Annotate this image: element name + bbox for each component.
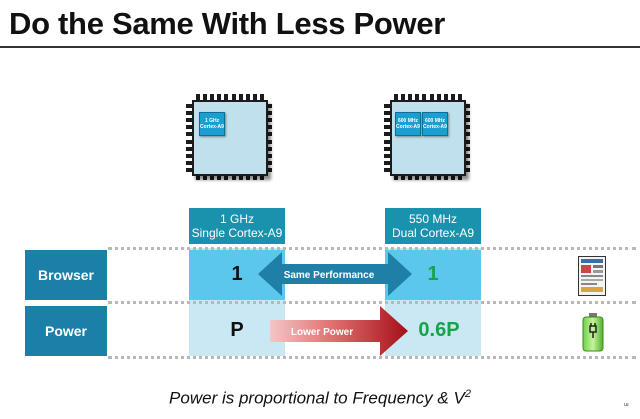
title-rule — [0, 46, 640, 48]
browser-value-single: 1 — [231, 263, 243, 285]
core-freq: 600 MHz — [424, 118, 445, 124]
right-arrow-icon — [270, 306, 408, 356]
column-header-line1: 1 GHz — [219, 212, 254, 226]
core-freq: 600 MHz — [397, 118, 418, 124]
slide-title: Do the Same With Less Power — [9, 6, 446, 41]
footer-superscript: 2 — [464, 388, 471, 400]
cpu-core-right: 600 MHz Cortex-A9 — [422, 112, 448, 136]
core-freq: 1 GHz — [204, 118, 220, 124]
browser-thumbnail-icon — [578, 256, 606, 296]
double-arrow-icon — [258, 252, 412, 296]
footer-formula: Power is proportional to Frequency & V2 — [0, 388, 640, 409]
single-core-chip-icon: 1 GHz Cortex-A9 — [184, 92, 280, 188]
battery-icon — [582, 313, 604, 352]
core-type: Cortex-A9 — [396, 124, 420, 130]
row-divider — [108, 301, 636, 304]
core-type: Cortex-A9 — [200, 124, 224, 130]
row-divider — [108, 356, 636, 359]
cpu-core: 1 GHz Cortex-A9 — [199, 112, 225, 136]
column-header-single: 1 GHz Single Cortex-A9 — [189, 208, 285, 244]
row-label-browser: Browser — [25, 250, 107, 300]
power-value-dual: 0.6P — [418, 319, 460, 341]
column-header-line2: Single Cortex-A9 — [191, 226, 283, 240]
corner-mark: ᵚ — [624, 401, 629, 410]
column-header-dual: 550 MHz Dual Cortex-A9 — [385, 208, 481, 244]
power-value-single: P — [230, 319, 244, 341]
dual-core-chip-icon: 600 MHz Cortex-A9 600 MHz Cortex-A9 — [382, 92, 478, 188]
cpu-core-left: 600 MHz Cortex-A9 — [395, 112, 421, 136]
core-type: Cortex-A9 — [423, 124, 447, 130]
column-header-line2: Dual Cortex-A9 — [391, 226, 475, 240]
arrow-label-same-performance: Same Performance — [284, 270, 375, 281]
column-header-line1: 550 MHz — [408, 212, 458, 226]
arrow-label-lower-power: Lower Power — [291, 327, 353, 338]
footer-text: Power is proportional to Frequency & V — [169, 388, 465, 408]
browser-value-dual: 1 — [427, 263, 439, 285]
row-label-power: Power — [25, 306, 107, 356]
row-divider — [108, 247, 636, 250]
